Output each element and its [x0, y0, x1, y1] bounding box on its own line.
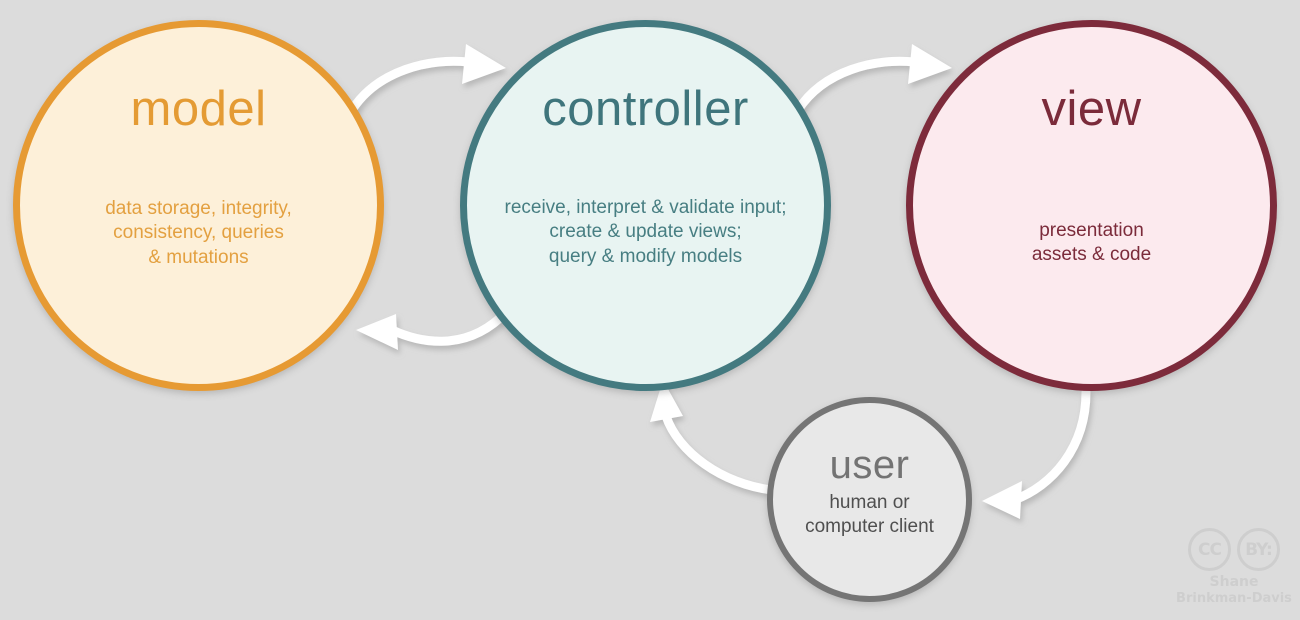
- node-controller[interactable]: controller receive, interpret & validate…: [460, 20, 831, 391]
- node-user-desc-line: human or: [829, 492, 910, 513]
- node-model-desc-line: consistency, queries: [113, 222, 284, 244]
- node-model-desc-line: & mutations: [148, 246, 249, 268]
- cc-badge-icons: CC BY:: [1176, 528, 1292, 571]
- arrow-model-to-controller: [347, 44, 506, 115]
- node-view-description: presentation assets & code: [952, 219, 1232, 268]
- arrow-controller-to-view: [793, 44, 952, 115]
- node-model-title: model: [130, 82, 267, 136]
- node-controller-desc-line: receive, interpret & validate input;: [504, 197, 787, 218]
- node-view-title: view: [1041, 82, 1142, 136]
- node-controller-title: controller: [542, 82, 749, 136]
- author-first-name: Shane: [1209, 574, 1259, 590]
- arrow-view-to-user: [982, 387, 1091, 519]
- node-view[interactable]: view presentation assets & code: [906, 20, 1277, 391]
- node-model[interactable]: model data storage, integrity, consisten…: [13, 20, 384, 391]
- creative-commons-icon: CC: [1188, 528, 1231, 571]
- node-controller-desc-line: query & modify models: [548, 245, 743, 267]
- author-attribution: Shane Brinkman-Davis: [1176, 574, 1292, 606]
- node-user-description: human or computer client: [777, 491, 962, 540]
- node-controller-description: receive, interpret & validate input; cre…: [481, 196, 811, 269]
- node-view-desc-line: presentation: [1039, 220, 1144, 241]
- node-user[interactable]: user human or computer client: [767, 397, 972, 602]
- attribution-by-icon: BY:: [1237, 528, 1280, 571]
- node-user-title: user: [829, 443, 910, 487]
- creative-commons-badge[interactable]: CC BY: Shane Brinkman-Davis: [1176, 528, 1292, 608]
- node-model-description: data storage, integrity, consistency, qu…: [49, 197, 349, 270]
- node-view-desc-line: assets & code: [1031, 244, 1152, 266]
- author-last-name: Brinkman-Davis: [1176, 590, 1292, 606]
- node-user-desc-line: computer client: [805, 516, 934, 538]
- node-model-desc-line: data storage, integrity,: [105, 198, 292, 219]
- arrow-controller-to-model: [356, 313, 505, 350]
- arrow-user-to-controller: [650, 380, 777, 495]
- node-controller-desc-line: create & update views;: [549, 221, 742, 243]
